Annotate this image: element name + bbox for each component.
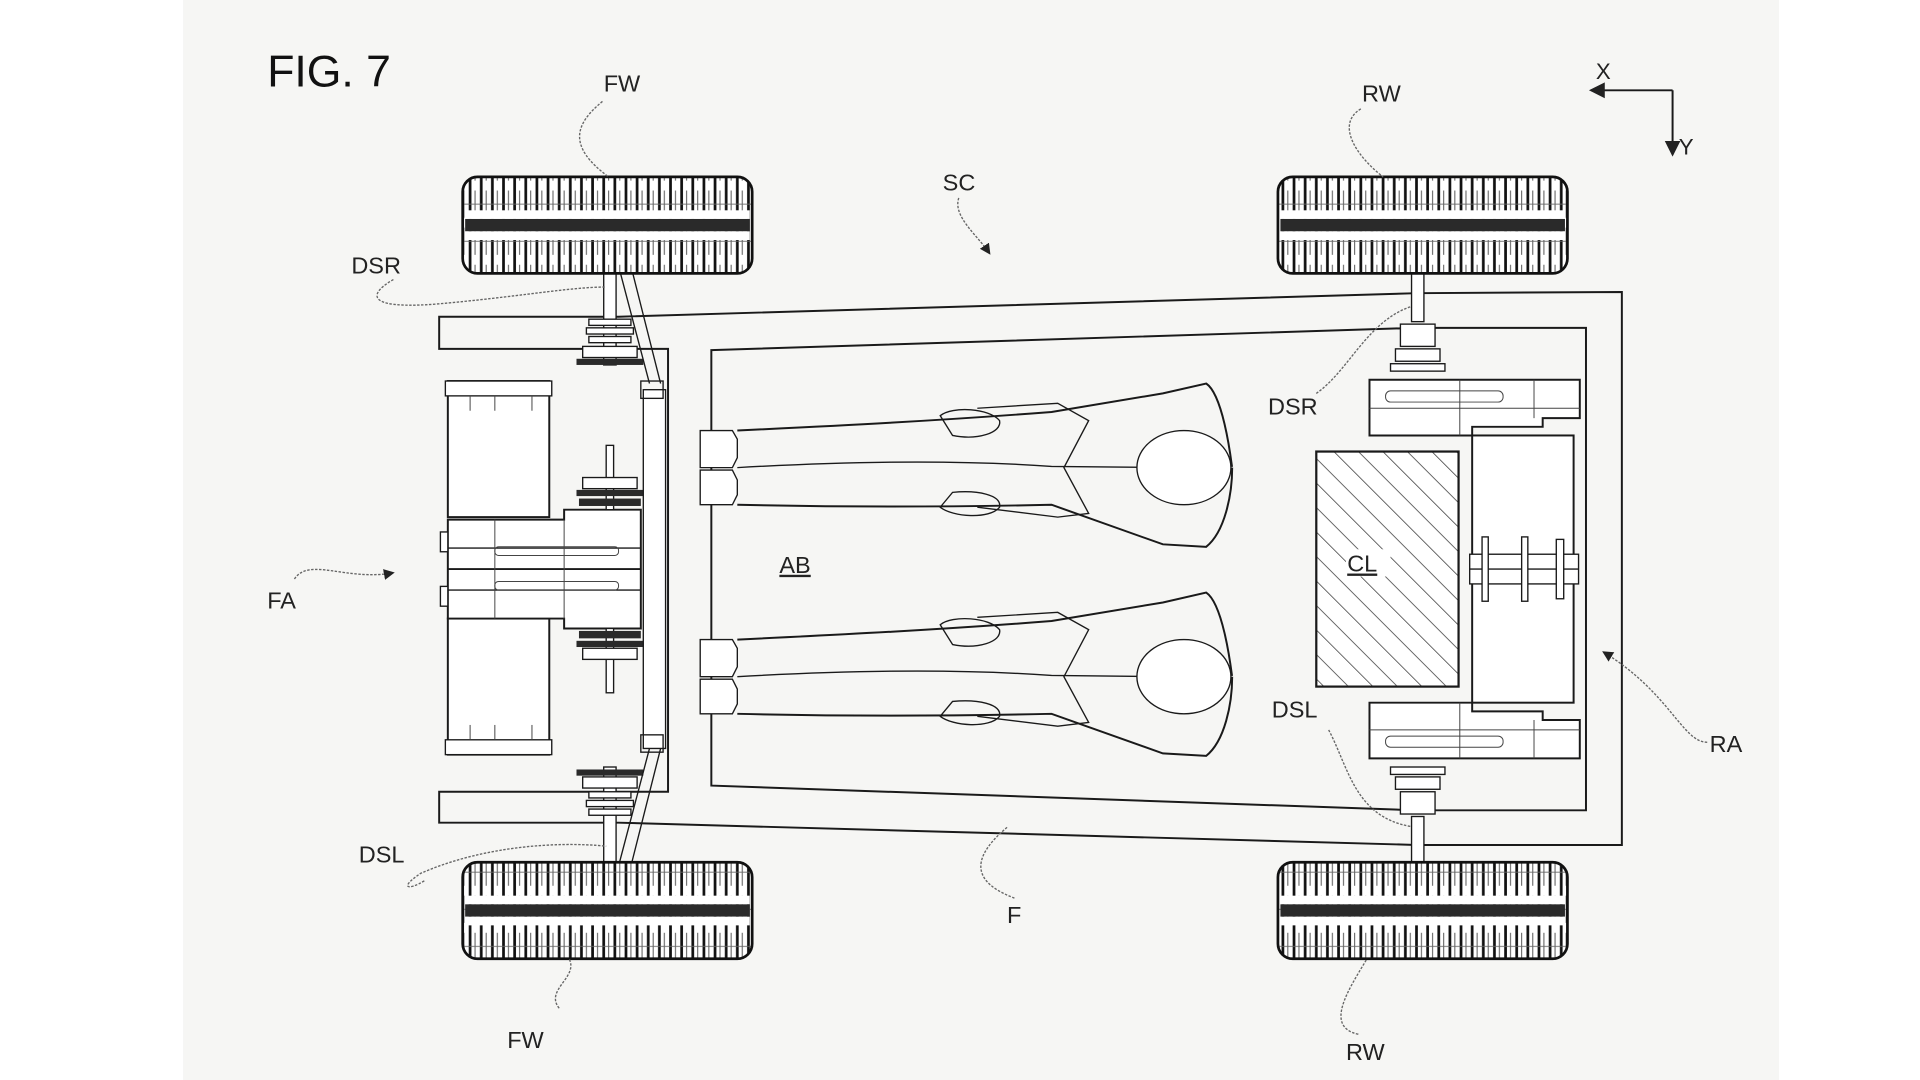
label-dsl-front: DSL — [359, 841, 405, 867]
label-rw-bottom: RW — [1346, 1039, 1386, 1065]
label-rw-top: RW — [1362, 80, 1402, 106]
axis-y-label: Y — [1679, 135, 1694, 160]
axis-indicator: X Y — [1588, 59, 1694, 160]
label-f: F — [1007, 902, 1021, 928]
label-fw-bottom: FW — [507, 1027, 544, 1053]
label-ra: RA — [1710, 731, 1743, 757]
figure-title: FIG. 7 — [267, 48, 391, 97]
label-dsr-rear: DSR — [1268, 393, 1318, 419]
label-dsl-rear: DSL — [1272, 697, 1318, 723]
wheel-rear-bottom — [1276, 860, 1569, 961]
label-ab: AB — [779, 552, 810, 578]
label-cl: CL — [1347, 551, 1377, 577]
cv-boot — [576, 318, 644, 816]
axis-x-label: X — [1596, 59, 1611, 84]
occupant-1 — [699, 382, 1234, 548]
wheel-front-top — [461, 175, 754, 275]
label-dsr-front: DSR — [351, 252, 401, 278]
leader-lines — [293, 100, 1708, 1035]
occupant-2 — [699, 591, 1234, 757]
front-axle — [439, 265, 667, 867]
label-fw-top: FW — [604, 71, 641, 97]
wheel-front-bottom — [461, 860, 754, 961]
component-block — [1315, 450, 1460, 688]
label-fa: FA — [267, 588, 296, 614]
label-sc: SC — [943, 170, 976, 196]
rear-axle — [1368, 265, 1581, 867]
wheel-rear-top — [1276, 175, 1569, 275]
